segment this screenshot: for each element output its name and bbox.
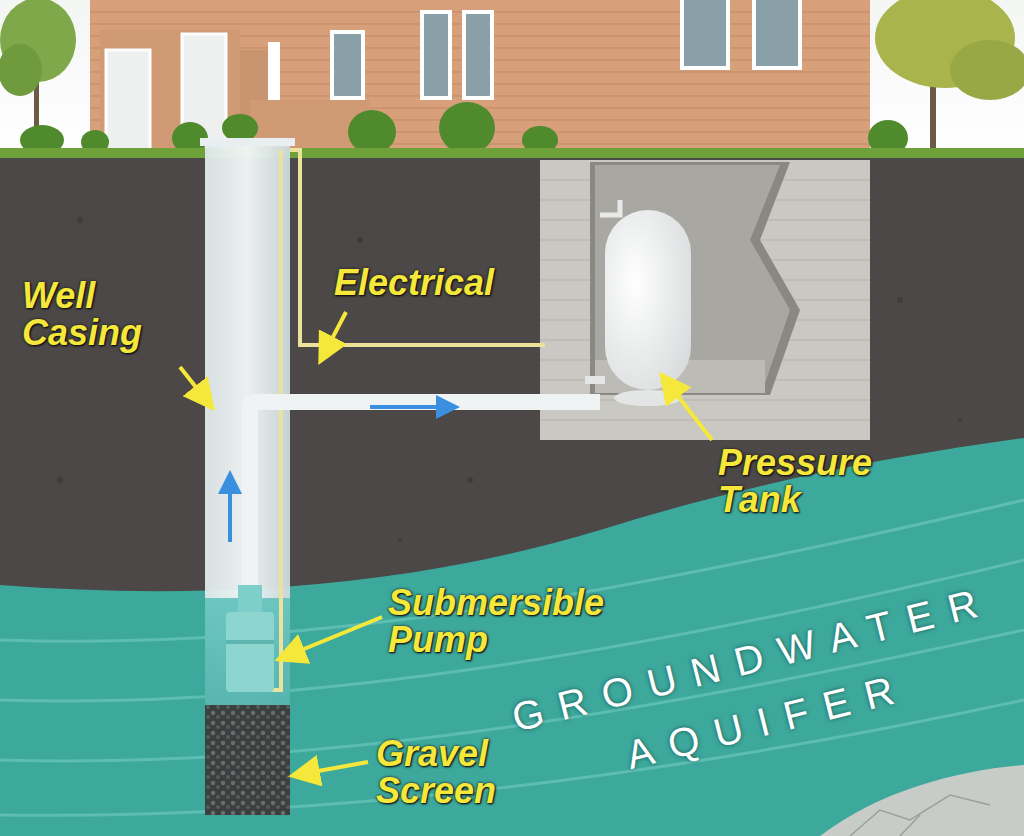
soil (357, 237, 363, 243)
pressure-tank (614, 390, 682, 406)
pressure-tank (600, 213, 605, 218)
basement (590, 162, 800, 395)
flow-arrows (370, 405, 452, 409)
well-casing (205, 598, 290, 816)
house (334, 34, 361, 96)
aquifer (0, 500, 1024, 815)
soil (0, 158, 1024, 836)
water-pipe (250, 402, 600, 600)
aquifer (0, 438, 1024, 836)
flow-arrows (230, 407, 452, 542)
soil (467, 477, 473, 483)
pressure-tank (600, 200, 691, 406)
part-label: Pressure Tank (718, 445, 938, 518)
sky (0, 0, 1024, 160)
soil (77, 217, 83, 223)
basement (595, 165, 790, 392)
submersible-pump (226, 640, 274, 644)
leader-lines (296, 762, 368, 775)
shrubs (20, 102, 908, 156)
water-pipe (585, 376, 605, 384)
house (90, 0, 870, 158)
house (90, 0, 870, 158)
part-label: Submersible Pump (388, 585, 638, 658)
electrical-wire (290, 150, 545, 345)
soil (897, 297, 903, 303)
leader-lines (282, 617, 382, 658)
soil (958, 418, 962, 422)
water-pipe (250, 380, 605, 600)
flow-arrows (228, 478, 232, 542)
leader-lines (322, 312, 346, 358)
shrubs (222, 114, 258, 142)
submersible-pump (238, 585, 262, 615)
house (752, 0, 802, 70)
sky (0, 0, 1024, 160)
electrical-wire (272, 150, 281, 690)
basement (540, 420, 870, 421)
house (680, 0, 730, 70)
soil (398, 538, 402, 542)
pressure-tank (605, 210, 691, 390)
aquifer (850, 795, 990, 836)
house (466, 14, 490, 96)
shrubs (439, 102, 495, 154)
part-label: Well Casing (22, 278, 222, 351)
part-label: Gravel Screen (376, 736, 556, 809)
house (756, 0, 798, 66)
house (420, 10, 452, 100)
trees (0, 44, 42, 96)
trees (950, 40, 1024, 100)
shrubs (348, 110, 396, 154)
aquifer (820, 765, 1024, 836)
well-casing (200, 138, 295, 146)
leader-lines (664, 378, 712, 440)
house (684, 0, 726, 66)
well-casing (205, 705, 290, 815)
house (106, 50, 150, 150)
part-label: Electrical (334, 265, 494, 302)
submersible-pump (226, 612, 274, 692)
pressure-tank (605, 200, 620, 215)
soil (57, 477, 63, 483)
house (424, 14, 448, 96)
aquifer (0, 438, 1024, 836)
soil (0, 158, 1024, 836)
house (462, 10, 494, 100)
leader-lines (180, 367, 210, 405)
submersible-pump (226, 585, 274, 692)
house (330, 30, 365, 100)
